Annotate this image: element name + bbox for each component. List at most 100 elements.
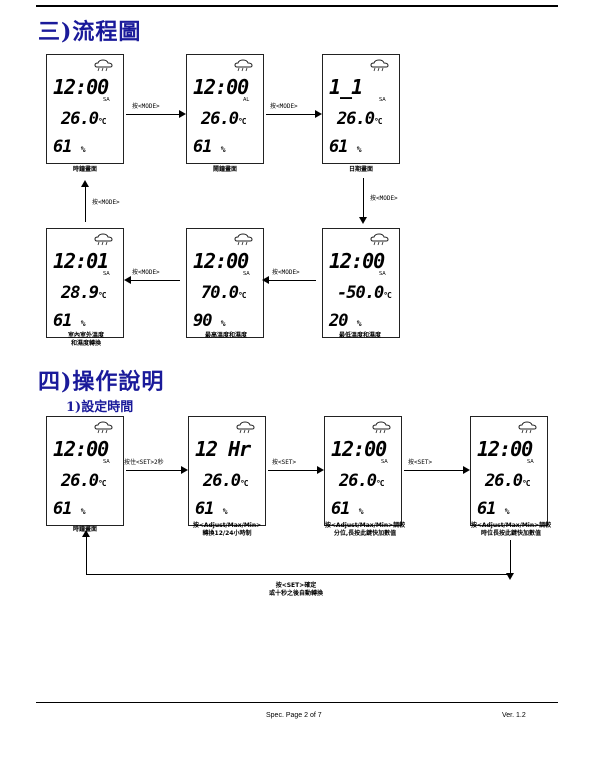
lcd-hum-value: 61: [53, 311, 73, 331]
lcd-temperature: -50.0°C: [337, 283, 392, 303]
lcd-hum-unit: %: [356, 319, 362, 328]
lcd-temperature: 28.9°C: [61, 283, 107, 303]
lcd-hum-value: 61: [53, 137, 73, 157]
lcd-humidity: 61 %: [195, 499, 228, 519]
arrow-line: [130, 280, 180, 281]
arrow-line: [85, 186, 86, 222]
arrow-line: [86, 536, 87, 574]
lcd-mark: SA: [379, 97, 386, 103]
lcd-time: 12:00: [193, 249, 249, 273]
arrow-label: 按<SET>: [408, 459, 433, 466]
lcd-temp-unit: °C: [237, 291, 247, 300]
arrow-up-icon: [82, 530, 90, 537]
lcd-hum-unit: %: [358, 507, 364, 516]
lcd-temp-unit: °C: [239, 479, 249, 488]
lcd-temperature: 26.0°C: [485, 471, 531, 491]
lcd-time: 12 Hr: [195, 437, 251, 461]
lcd-hum-value: 61: [331, 499, 351, 519]
lcd-humidity: 20 %: [329, 311, 362, 331]
lcd-temp-value: 26.0: [337, 109, 375, 129]
screen-caption: 按<SET>確定 或十秒之後自動轉換: [268, 582, 323, 597]
lcd-hum-unit: %: [222, 507, 228, 516]
lcd-hum-unit: %: [80, 145, 86, 154]
arrow-label: 按<MODE>: [132, 269, 160, 276]
lcd-time: 12:00: [477, 437, 533, 461]
cloud-rain-icon: [370, 59, 389, 72]
lcd-time: 1_1: [329, 75, 363, 99]
lcd-hum-value: 61: [195, 499, 215, 519]
lcd-temp-unit: °C: [373, 117, 383, 126]
arrow-line: [126, 470, 182, 471]
arrow-label: 按<MODE>: [370, 195, 398, 202]
cloud-rain-icon: [94, 233, 113, 246]
lcd-temperature: 26.0°C: [201, 109, 247, 129]
arrow-line: [404, 470, 464, 471]
lcd-mark: SA: [379, 271, 386, 277]
bottom-rule: [36, 702, 558, 703]
section4-title: 四)操作說明: [38, 369, 165, 395]
lcd-temperature: 26.0°C: [203, 471, 249, 491]
lcd-humidity: 61 %: [193, 137, 226, 157]
lcd-time: 12:00: [331, 437, 387, 461]
lcd-temp-value: 26.0: [485, 471, 523, 491]
lcd-temp-value: 28.9: [61, 283, 99, 303]
lcd-mark: SA: [381, 459, 388, 465]
lcd-hum-unit: %: [80, 319, 86, 328]
screen-caption: 按<Adjust/Max/Min> 轉換12/24小時制: [192, 522, 262, 537]
lcd-humidity: 61 %: [53, 499, 86, 519]
lcd-hum-unit: %: [356, 145, 362, 154]
screen-caption: 日期畫面: [348, 166, 373, 173]
lcd-humidity: 61 %: [477, 499, 510, 519]
lcd-temp-unit: °C: [97, 117, 107, 126]
lcd-temp-unit: °C: [375, 479, 385, 488]
arrow-line: [268, 470, 318, 471]
lcd-hum-value: 61: [53, 499, 73, 519]
arrow-label: 按<MODE>: [92, 199, 120, 206]
arrow-label: 按<SET>: [272, 459, 297, 466]
arrow-line: [126, 114, 180, 115]
arrow-left-icon: [124, 276, 131, 284]
lcd-humidity: 90 %: [193, 311, 226, 331]
lcd-humidity: 61 %: [53, 137, 86, 157]
arrow-down-icon: [359, 217, 367, 224]
arrow-right-icon: [317, 466, 324, 474]
lcd-humidity: 61 %: [331, 499, 364, 519]
screen-caption: 鬧鐘畫面: [212, 166, 237, 173]
arrow-label: 按住<SET>2秒: [124, 459, 164, 466]
cloud-rain-icon: [94, 421, 113, 434]
lcd-time: 12:00: [53, 437, 109, 461]
screen-caption: 最高溫度和濕度: [204, 332, 247, 339]
footer-version: Ver. 1.2: [502, 712, 526, 719]
lcd-temperature: 26.0°C: [61, 109, 107, 129]
screen-caption: 時鐘畫面: [72, 166, 97, 173]
arrow-label: 按<MODE>: [270, 103, 298, 110]
section4-subtitle: 1)設定時間: [66, 400, 134, 415]
lcd-hum-value: 61: [193, 137, 213, 157]
arrow-right-icon: [315, 110, 322, 118]
lcd-temp-value: 26.0: [339, 471, 377, 491]
lcd-hum-unit: %: [504, 507, 510, 516]
lcd-humidity: 61 %: [53, 311, 86, 331]
screen-caption: 按<Adjust/Max/Min>調較 時位長按此鍵快加數值: [470, 522, 552, 537]
lcd-temp-unit: °C: [521, 479, 531, 488]
lcd-hum-value: 61: [329, 137, 349, 157]
lcd-temp-value: 26.0: [203, 471, 241, 491]
cloud-rain-icon: [234, 233, 253, 246]
screen-caption: 最低溫度和濕度: [338, 332, 381, 339]
lcd-hum-unit: %: [80, 507, 86, 516]
lcd-hum-unit: %: [220, 319, 226, 328]
cloud-rain-icon: [370, 233, 389, 246]
lcd-mark: SA: [243, 271, 250, 277]
lcd-temperature: 70.0°C: [201, 283, 247, 303]
lcd-time: 12:01: [53, 249, 109, 273]
lcd-temp-value: 26.0: [61, 109, 99, 129]
lcd-time: 12:00: [193, 75, 249, 99]
